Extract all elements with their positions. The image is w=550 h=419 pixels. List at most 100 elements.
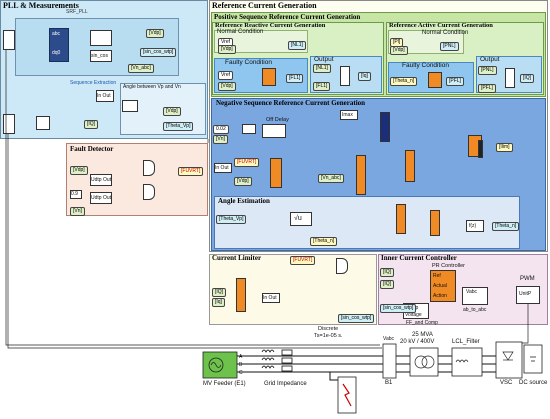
pr-ref-label: Ref [433, 273, 441, 279]
vabc-meter-pll[interactable] [3, 30, 15, 50]
inout-neg[interactable] [214, 163, 232, 173]
tag-fuvrt-fault[interactable]: [FUVRT] [178, 167, 204, 176]
inout-lim-label: In Out [263, 295, 277, 301]
tag-vdp-pll2[interactable]: [Vdp] [163, 107, 181, 116]
tag-vn-fault[interactable]: [Vn] [70, 207, 85, 216]
gain-09-block[interactable] [70, 190, 82, 199]
tag-fl1[interactable]: [FL1] [286, 74, 304, 83]
tag-pnl-out[interactable]: [PNL] [478, 66, 497, 75]
tag-iq-lim[interactable]: [Iq] [212, 298, 225, 307]
tag-vn-abc-pll[interactable]: [Vn_abc] [128, 64, 154, 73]
lim-and[interactable] [336, 258, 348, 274]
sqrt-block[interactable] [290, 212, 312, 226]
tag-vn-neg[interactable]: [Vn] [213, 135, 228, 144]
tag-theta-active[interactable]: [Theta_n] [390, 77, 418, 86]
neg-orange-2[interactable] [356, 155, 366, 195]
ref-title: Reference Current Generation [212, 1, 317, 10]
fault-logic-or[interactable] [143, 184, 155, 200]
reactive-normal [214, 30, 308, 53]
gain-09-label: 0.9 [71, 191, 78, 197]
lim-orange[interactable] [236, 278, 246, 312]
tag-id-inner[interactable]: [IQ] [380, 280, 395, 289]
reactive-switch[interactable] [340, 66, 350, 86]
abc-label: abc [52, 31, 61, 37]
tag-vdp-normal[interactable]: [Vdp] [218, 45, 236, 54]
pr-controller-block[interactable] [430, 270, 456, 302]
tag-sin-cos-pll[interactable]: [sin_cos_wtp] [140, 48, 177, 57]
tag-fuvrt-lim[interactable]: [FUVRT] [290, 256, 316, 265]
tag-fl1-out[interactable]: [FL1] [313, 82, 331, 91]
discrete-label: Discrete [318, 326, 339, 332]
tag-theta-vp-angle[interactable]: [Theta_Vp] [216, 215, 247, 224]
tag-vdp-neg[interactable]: [Vdp] [234, 177, 252, 186]
imax-block[interactable] [340, 110, 358, 120]
tag-theta-angle[interactable]: [Theta_n] [310, 237, 338, 246]
tag-pnl[interactable]: [PNL] [440, 42, 459, 51]
udtp-block-2[interactable] [90, 192, 112, 204]
lcl-label: LCL_Filter [452, 339, 480, 345]
tag-iq-pll[interactable]: [IQ] [84, 120, 99, 129]
fault-logic-and[interactable] [143, 160, 155, 176]
vabc-b1: Vabc [383, 336, 395, 342]
atan-block[interactable] [122, 100, 138, 112]
inout-lim[interactable] [262, 293, 280, 303]
neg-orange-3[interactable] [405, 150, 415, 182]
tag-nl1[interactable]: [NL1] [288, 41, 306, 50]
tag-theta-vp[interactable]: [Theta_Vp] [163, 122, 194, 131]
vsc-label: VSC [500, 380, 513, 386]
unitp-label: UnitP [519, 291, 532, 297]
sin-cos-block[interactable] [90, 50, 112, 62]
tag-vdp-fault[interactable]: [Vdp] [70, 166, 88, 175]
tag-theta-out[interactable]: [Theta_n] [492, 222, 520, 231]
sqrt-label: √u [294, 215, 302, 222]
tag-pfl-out[interactable]: [PFL] [478, 84, 496, 93]
tag-iq-inner[interactable]: [IQ] [380, 268, 395, 277]
neg-switch-dark[interactable] [380, 112, 390, 142]
off-delay-block[interactable] [262, 124, 286, 138]
angle-orange-1[interactable] [396, 204, 406, 234]
fault-region [66, 143, 208, 216]
active-switch[interactable] [505, 68, 515, 88]
tag-vdp-pll[interactable]: [Vdp] [146, 29, 164, 38]
abc-dq0-block[interactable] [49, 28, 69, 62]
tag-sin-cos-lim[interactable]: [sin_cos_wtp] [338, 314, 375, 323]
pll-sequence-note: Sequence Extraction [70, 80, 117, 86]
tag-vdp-active[interactable]: [Vdp] [390, 46, 408, 55]
pll-pi-block[interactable] [90, 30, 112, 46]
inout-label-pll: In Out [97, 93, 111, 99]
active-faulty-fn[interactable] [428, 72, 442, 88]
reactive-output-label: Output [314, 56, 334, 63]
dq0-label: dq0 [52, 50, 61, 56]
neg-orange-1[interactable] [270, 158, 282, 188]
tag-sin-cos-inner[interactable]: [sin_cos_wtp] [380, 304, 417, 313]
mv-feeder-label: MV Feeder (E1) [203, 381, 246, 387]
angle-orange-2[interactable] [430, 210, 440, 236]
tag-ilim-neg[interactable]: [Ilim] [496, 143, 513, 152]
vabc-ctrl-block[interactable] [462, 287, 488, 305]
voltage-label: Voltage [405, 312, 422, 318]
tag-nl1-out[interactable]: [NL1] [313, 64, 331, 73]
tag-pfl[interactable]: [PFL] [446, 77, 464, 86]
fz-block[interactable] [466, 220, 484, 232]
reactive-faulty-fn[interactable] [262, 68, 276, 86]
inout-neg-label: In Out [215, 165, 229, 171]
abc-dq0-block2[interactable] [36, 116, 50, 130]
pr-controller-label: PR Controller [432, 263, 466, 269]
tag-vn-abc-neg[interactable]: [Vn_abc] [318, 174, 344, 183]
neg-merge[interactable] [478, 140, 483, 158]
tag-vref-faulty[interactable]: Vref [218, 71, 233, 80]
udtp-block-1[interactable] [90, 174, 112, 186]
tag-vdp-faulty[interactable]: [Vdp] [218, 82, 236, 91]
tag-iq-ref[interactable]: [Iq] [358, 72, 371, 81]
unitp-block[interactable] [516, 286, 540, 304]
tag-fuvrt-neg[interactable]: [FUVRT] [234, 158, 260, 167]
neg-compare[interactable] [242, 124, 256, 134]
limiter-title: Current Limiter [212, 254, 262, 262]
pwm-label: PWM [520, 276, 535, 282]
tag-002[interactable]: 0.02 [213, 125, 229, 134]
tag-id-lim[interactable]: [IQ] [212, 288, 227, 297]
tag-id-ref[interactable]: [IQ] [520, 74, 535, 83]
phase-b-label: B [239, 362, 243, 368]
active-faulty-label: Faulty Condition [402, 62, 449, 69]
inout-block-pll[interactable] [96, 90, 114, 102]
